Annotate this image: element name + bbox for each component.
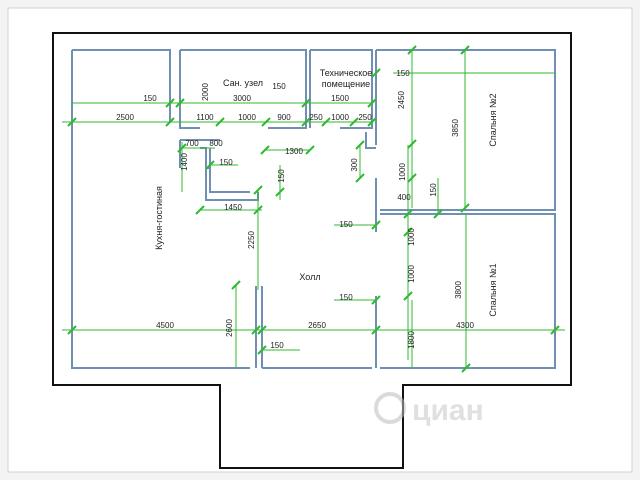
dim-label: 800 (209, 139, 223, 148)
dimension-ticks (67, 45, 560, 373)
room-label-kitchen: Кухня-гостиная (154, 186, 164, 250)
dim-label: 1000 (407, 228, 416, 246)
technical-door-jamb (365, 132, 376, 149)
dim-label: 4300 (456, 321, 474, 330)
dim-label: 150 (143, 94, 157, 103)
dim-label: 1000 (398, 163, 407, 181)
dim-label: 250 (309, 113, 323, 122)
dim-label: 1500 (331, 94, 349, 103)
room-label-hall: Холл (299, 272, 320, 282)
room-label-technical-line2: помещение (322, 79, 370, 89)
dim-label: 3000 (233, 94, 251, 103)
dim-label: 150 (277, 169, 286, 183)
dim-label: 1000 (331, 113, 349, 122)
dim-label: 1800 (407, 331, 416, 349)
building-outline (52, 32, 572, 469)
dim-label: 900 (277, 113, 291, 122)
dim-label: 250 (358, 113, 372, 122)
dim-label: 3800 (454, 281, 463, 299)
bathroom-wall (180, 49, 307, 129)
room-label-technical-line1: Техническое (320, 68, 373, 78)
dim-label: 2600 (225, 319, 234, 337)
hall-column (255, 286, 263, 368)
watermark-text: циан (412, 394, 484, 427)
room-labels: Сан. узел Техническое помещение Холл Кух… (154, 68, 498, 317)
dim-label: 2250 (247, 231, 256, 249)
dim-label: 150 (339, 220, 353, 229)
bathroom-wall-left (179, 50, 200, 129)
inner-partition (179, 139, 259, 201)
dim-label: 2500 (116, 113, 134, 122)
dim-label: 2650 (308, 321, 326, 330)
bedroom1-wall (380, 213, 556, 369)
watermark: циан (374, 392, 484, 427)
dimension-values: 150 2000 3000 150 1500 150 2450 3850 250… (116, 69, 474, 350)
technical-wall (310, 49, 373, 129)
dim-label: 1450 (224, 203, 242, 212)
dim-label: 150 (219, 158, 233, 167)
room-label-bathroom: Сан. узел (223, 78, 263, 88)
dimension-lines (62, 50, 565, 368)
dim-label: 300 (350, 158, 359, 172)
inner-partition-2 (209, 148, 250, 193)
dim-label: 1100 (196, 113, 214, 122)
dim-label: 700 (185, 139, 199, 148)
watermark-logo-icon (374, 392, 406, 424)
dim-label: 1000 (407, 265, 416, 283)
room-label-bedroom1: Спальня №1 (488, 263, 498, 316)
dim-label: 4500 (156, 321, 174, 330)
dim-label: 2000 (201, 83, 210, 101)
dim-label: 150 (270, 341, 284, 350)
room-label-bedroom2: Спальня №2 (488, 93, 498, 146)
dim-label: 1400 (180, 153, 189, 171)
dim-label: 1000 (238, 113, 256, 122)
dim-label: 150 (272, 82, 286, 91)
dim-label: 150 (339, 293, 353, 302)
kitchen-wall-outer (71, 50, 250, 369)
dim-label: 3850 (451, 119, 460, 137)
dim-label: 150 (396, 69, 410, 78)
dim-label: 2450 (397, 91, 406, 109)
dim-label: 150 (429, 183, 438, 197)
dim-label: 400 (397, 193, 411, 202)
dim-label: 1300 (285, 147, 303, 156)
kitchen-wall-top (72, 49, 171, 122)
